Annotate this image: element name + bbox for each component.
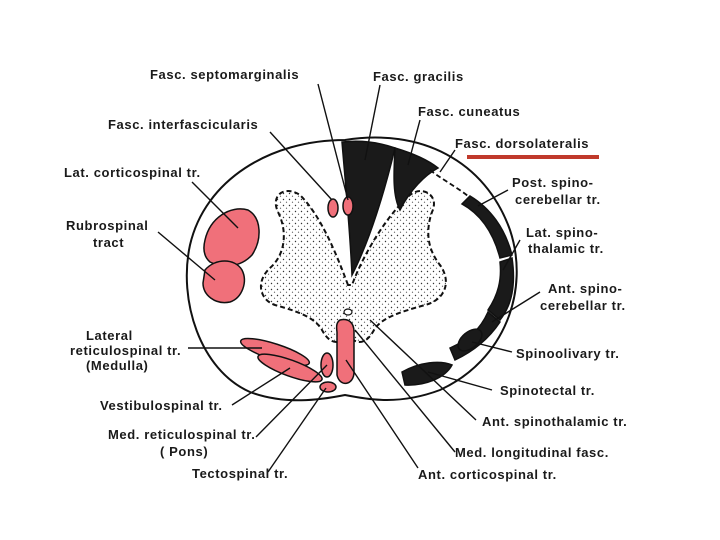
tectospinal-area bbox=[319, 381, 337, 393]
label-rubrospinal-2: tract bbox=[93, 235, 124, 250]
septomarginalis-area bbox=[342, 196, 354, 216]
label-interfascicularis: Fasc. interfascicularis bbox=[108, 117, 258, 132]
label-post-spino-1: Post. spino- bbox=[512, 175, 594, 190]
label-lat-ret-1: Lateral bbox=[86, 328, 133, 343]
label-tectospinal: Tectospinal tr. bbox=[192, 466, 288, 481]
label-ant-spino-1: Ant. spino- bbox=[548, 281, 622, 296]
label-spinotectal: Spinotectal tr. bbox=[500, 383, 595, 398]
label-ant-spino-2: cerebellar tr. bbox=[540, 298, 626, 313]
rubrospinal-area bbox=[202, 260, 246, 304]
lat-spinothalamic-area bbox=[487, 257, 515, 322]
label-cuneatus: Fasc. cuneatus bbox=[418, 104, 520, 119]
label-dorsolateralis: Fasc. dorsolateralis bbox=[455, 136, 589, 151]
fasc-dorsolateralis-area bbox=[429, 169, 469, 197]
dorsolateralis-highlight-bar bbox=[467, 155, 599, 159]
label-ant-corticospinal: Ant. corticospinal tr. bbox=[418, 467, 557, 482]
label-septomarginalis: Fasc. septomarginalis bbox=[150, 67, 299, 82]
post-spinocerebellar-area bbox=[460, 195, 513, 259]
lat-corticospinal-area bbox=[203, 208, 260, 267]
label-med-longitudinal: Med. longitudinal fasc. bbox=[455, 445, 609, 460]
label-vestibulospinal: Vestibulospinal tr. bbox=[100, 398, 223, 413]
ant-corticospinal-area bbox=[335, 318, 355, 384]
label-lat-corticospinal: Lat. corticospinal tr. bbox=[64, 165, 201, 180]
label-rubrospinal-1: Rubrospinal bbox=[66, 218, 148, 233]
label-lat-ret-3: (Medulla) bbox=[86, 358, 148, 373]
leader-lines bbox=[157, 83, 541, 473]
spinoolivary-area bbox=[457, 328, 483, 352]
label-ant-spinothalamic: Ant. spinothalamic tr. bbox=[482, 414, 627, 429]
fasc-cuneatus-area bbox=[393, 147, 440, 212]
label-lat-spino-2: thalamic tr. bbox=[528, 241, 604, 256]
label-med-ret-1: Med. reticulospinal tr. bbox=[108, 427, 255, 442]
label-lat-ret-2: reticulospinal tr. bbox=[70, 343, 181, 358]
label-med-ret-2: ( Pons) bbox=[160, 444, 208, 459]
label-lat-spino-1: Lat. spino- bbox=[526, 225, 598, 240]
interfascicularis-area bbox=[327, 198, 339, 218]
diagram-labels: Fasc. septomarginalis Fasc. gracilis Fas… bbox=[64, 67, 627, 482]
label-gracilis: Fasc. gracilis bbox=[373, 69, 464, 84]
label-post-spino-2: cerebellar tr. bbox=[515, 192, 601, 207]
label-spinoolivary: Spinoolivary tr. bbox=[516, 346, 620, 361]
central-canal bbox=[343, 308, 353, 316]
